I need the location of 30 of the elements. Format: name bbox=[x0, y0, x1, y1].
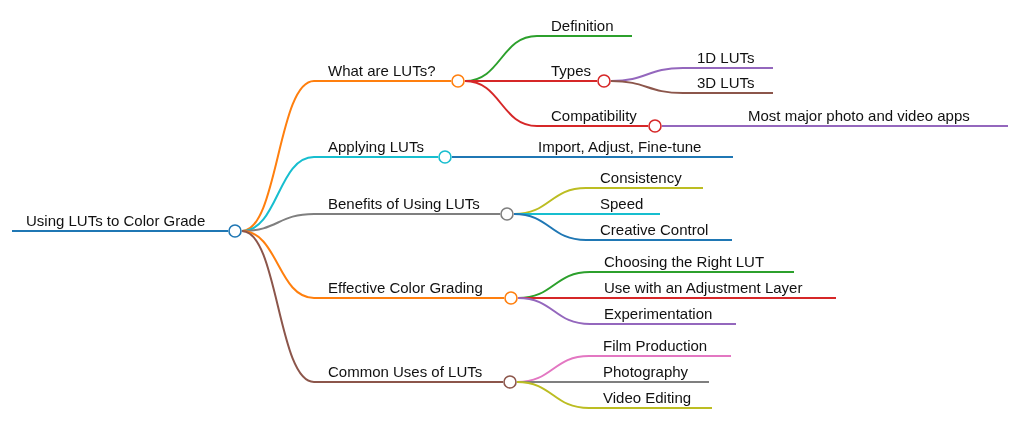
branch-line bbox=[516, 381, 590, 409]
topic-label: Effective Color Grading bbox=[328, 279, 483, 297]
topic-label: Types bbox=[551, 62, 592, 80]
branch-line bbox=[517, 297, 591, 325]
topic-label: Compatibility bbox=[551, 107, 637, 125]
topic-label: Experimentation bbox=[590, 305, 736, 325]
topic-label: Most major photo and video apps bbox=[734, 107, 1008, 127]
topic-label: Definition bbox=[537, 17, 632, 37]
topic-label: Benefits of Using LUTs bbox=[328, 195, 480, 213]
topic-label: Common Uses of LUTs bbox=[328, 363, 483, 381]
topic-label: Using LUTs to Color Grade bbox=[26, 212, 206, 230]
branch-line bbox=[610, 80, 684, 94]
topic-label: Video Editing bbox=[589, 389, 712, 409]
topic-label: Applying LUTs bbox=[328, 138, 424, 156]
topic-label: 1D LUTs bbox=[683, 49, 773, 69]
topic-label: Photography bbox=[589, 363, 709, 383]
topic-label: What are LUTs? bbox=[328, 62, 436, 80]
branch-line bbox=[661, 125, 735, 127]
topic-label: Import, Adjust, Fine-tune bbox=[524, 138, 733, 158]
branch-line bbox=[513, 213, 587, 241]
branch-line bbox=[451, 156, 525, 158]
topic-label: 3D LUTs bbox=[683, 74, 773, 94]
topic-label: Use with an Adjustment Layer bbox=[590, 279, 836, 299]
topic-label: Film Production bbox=[589, 337, 731, 357]
branch-line bbox=[241, 230, 315, 383]
topic-label: Consistency bbox=[586, 169, 703, 189]
branch-line bbox=[464, 80, 538, 127]
topic-label: Creative Control bbox=[586, 221, 732, 241]
topic-label: Choosing the Right LUT bbox=[590, 253, 794, 273]
topic-label: Speed bbox=[586, 195, 660, 215]
